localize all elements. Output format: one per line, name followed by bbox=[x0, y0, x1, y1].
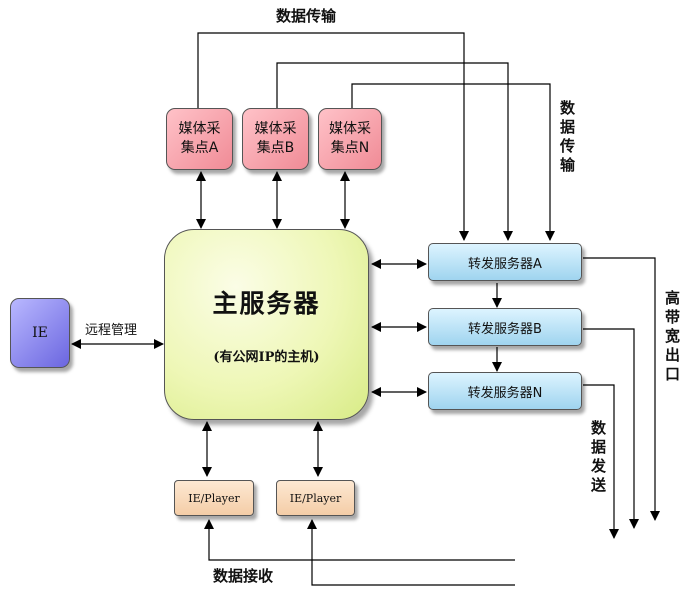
main-server-subtitle: (有公网IP的主机) bbox=[213, 350, 320, 365]
label-data-transfer-side: 数据传输 bbox=[558, 100, 576, 176]
wire-fwd-n-out bbox=[583, 384, 619, 539]
forward-server-a[interactable]: 转发服务器A bbox=[428, 243, 582, 281]
media-node-b[interactable]: 媒体采集点B bbox=[242, 108, 309, 170]
label-data-receive: 数据接收 bbox=[213, 567, 274, 585]
media-node-b-line1: 媒体采 bbox=[254, 121, 297, 137]
media-node-a-line1: 媒体采 bbox=[178, 121, 221, 137]
label-data-transfer-top: 数据传输 bbox=[276, 7, 337, 25]
media-node-a[interactable]: 媒体采集点A bbox=[166, 108, 233, 170]
wire-fwd-a-out bbox=[583, 257, 660, 521]
player-1[interactable]: IE/Player bbox=[174, 480, 254, 516]
wire-media-a-to-fwd-a bbox=[197, 32, 469, 241]
forward-server-n[interactable]: 转发服务器N bbox=[428, 372, 582, 410]
wire-receive-player-2 bbox=[307, 519, 515, 586]
wire-receive-player-1 bbox=[204, 519, 515, 561]
ie-client[interactable]: IE bbox=[10, 298, 70, 368]
label-data-send: 数据发送 bbox=[589, 420, 607, 496]
media-node-n[interactable]: 媒体采集点N bbox=[318, 108, 382, 170]
media-node-n-line1: 媒体采 bbox=[329, 121, 371, 137]
label-high-bandwidth: 高带宽出口 bbox=[663, 290, 681, 385]
media-node-b-line2: 集点B bbox=[256, 140, 295, 156]
main-server[interactable]: 主服务器 (有公网IP的主机) bbox=[164, 229, 369, 420]
forward-server-b[interactable]: 转发服务器B bbox=[428, 308, 582, 346]
label-remote-management: 远程管理 bbox=[85, 323, 138, 338]
wire-media-n-to-fwd-a bbox=[351, 83, 555, 241]
player-2[interactable]: IE/Player bbox=[276, 480, 355, 516]
main-server-title: 主服务器 bbox=[212, 289, 321, 318]
media-node-n-line2: 集点N bbox=[330, 140, 370, 156]
media-node-a-line2: 集点A bbox=[180, 140, 219, 156]
wire-media-b-to-fwd-a bbox=[276, 62, 513, 241]
wire-fwd-b-out bbox=[583, 328, 639, 529]
